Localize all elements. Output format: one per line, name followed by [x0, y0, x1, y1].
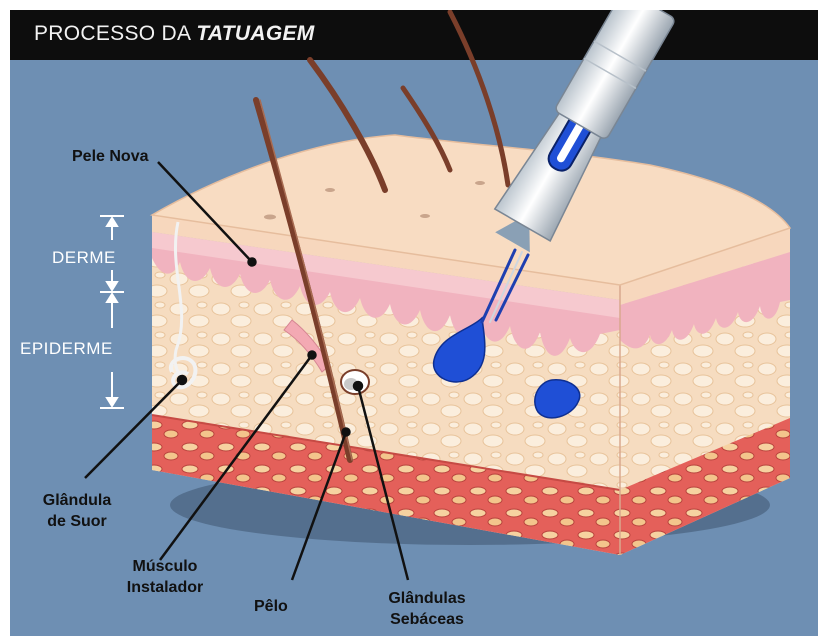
label-pele-nova: Pele Nova: [72, 146, 148, 167]
label-epiderme: EPIDERME: [20, 338, 113, 359]
label-pelo: Pêlo: [254, 596, 288, 617]
layer-markers: [100, 216, 124, 408]
label-sebaceas-line2: Sebáceas: [372, 609, 482, 630]
label-glandula-suor-line1: Glândula: [32, 490, 122, 511]
label-musculo-instalador: Músculo Instalador: [110, 556, 220, 598]
label-derme: DERME: [52, 247, 116, 268]
label-musculo-line2: Instalador: [110, 577, 220, 598]
label-glandula-suor-line2: de Suor: [32, 511, 122, 532]
label-musculo-line1: Músculo: [110, 556, 220, 577]
label-sebaceas-line1: Glândulas: [372, 588, 482, 609]
label-glandulas-sebaceas: Glândulas Sebáceas: [372, 588, 482, 630]
label-glandula-suor: Glândula de Suor: [32, 490, 122, 532]
